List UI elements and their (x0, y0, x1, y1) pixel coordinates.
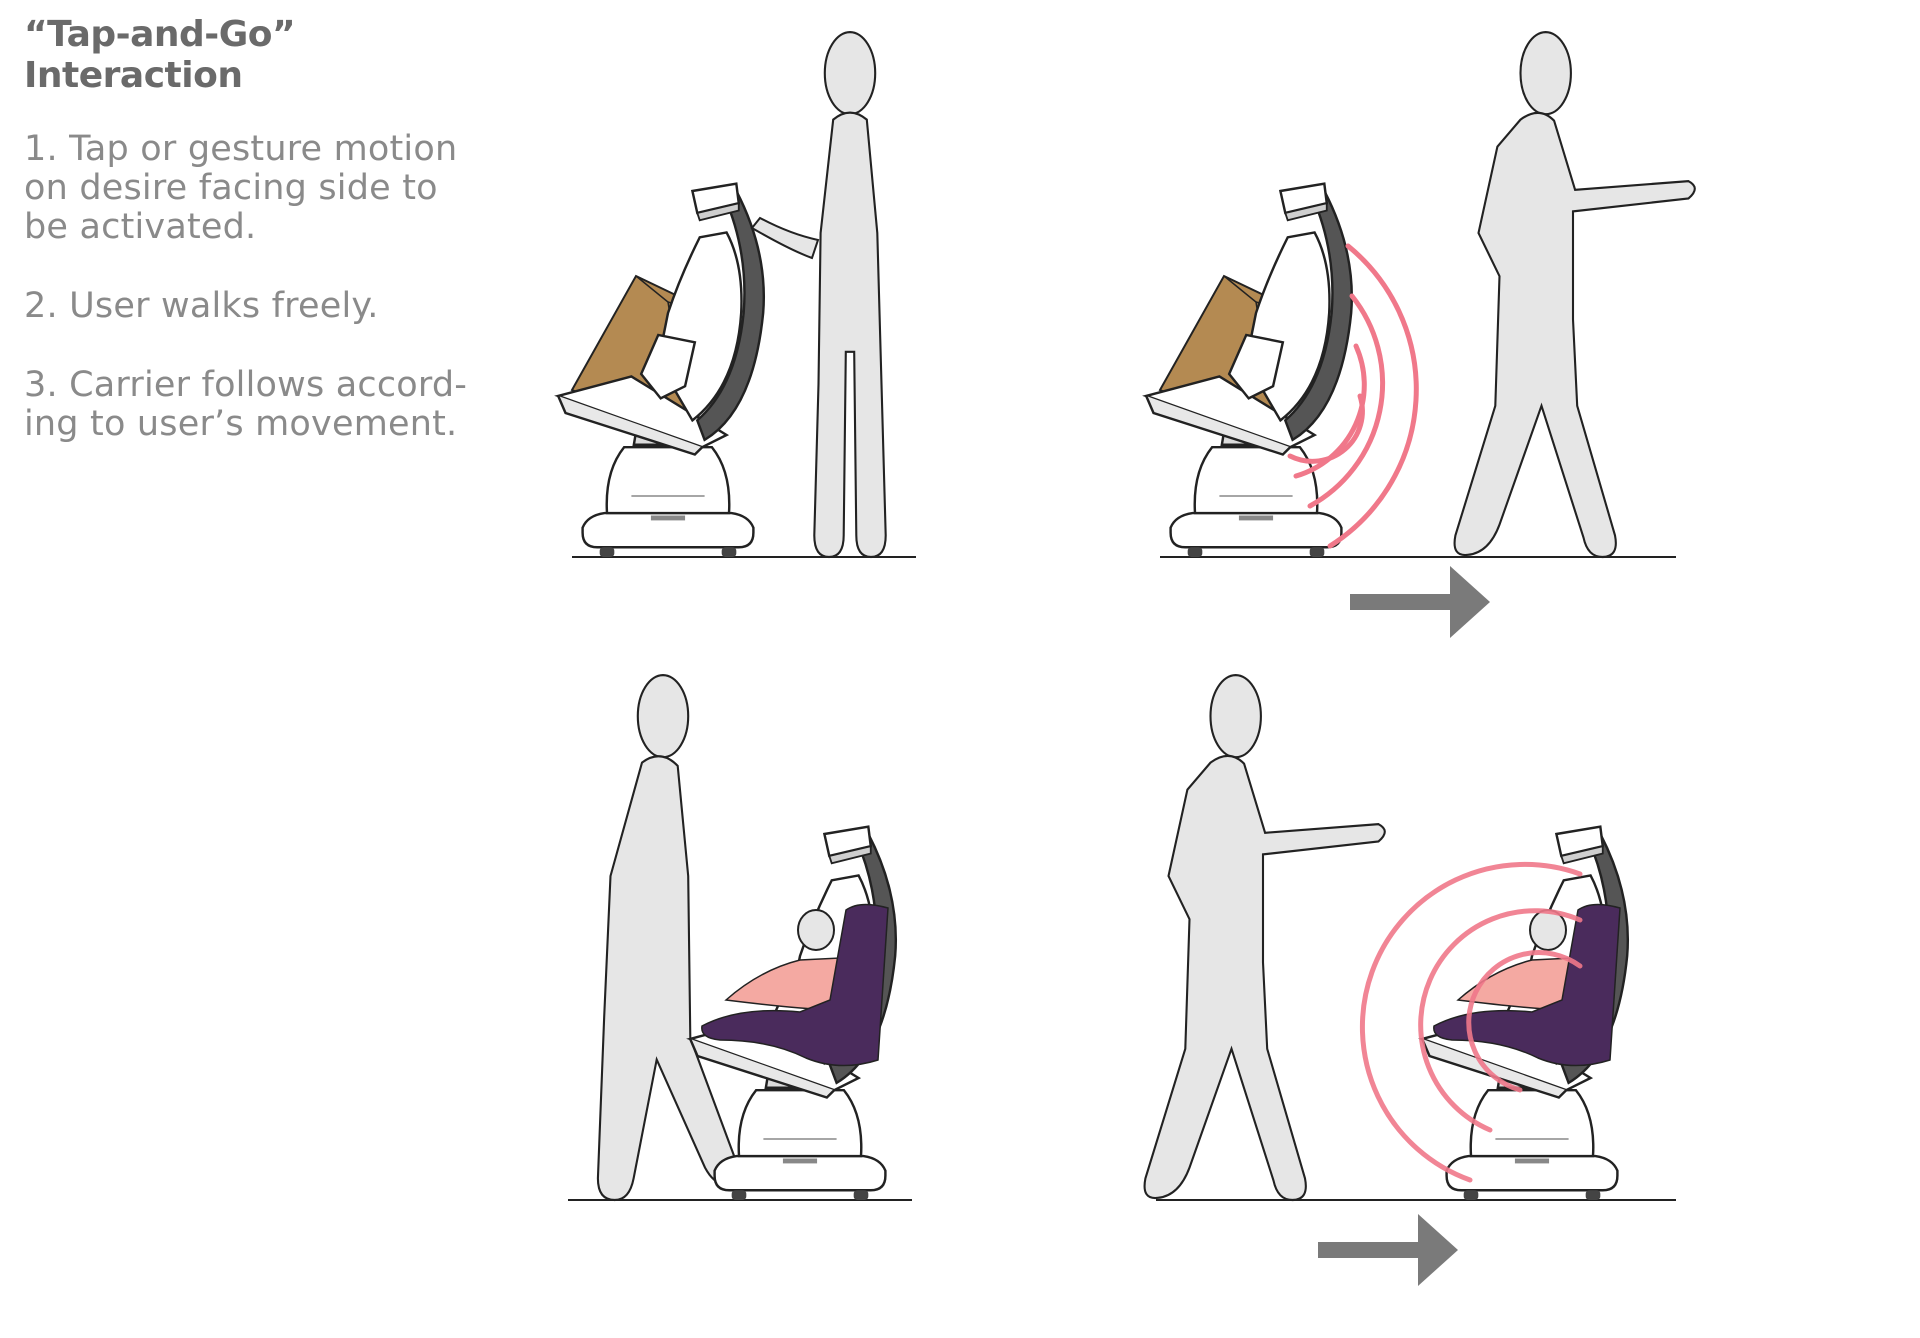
panel-2-walk (1144, 31, 1696, 638)
panel-3-follow (568, 674, 912, 1202)
person-figure-icon (596, 674, 739, 1202)
signal-waves-icon (1359, 861, 1583, 1183)
step-1-line: 1. Tap or gesture motion (24, 129, 458, 169)
step-2: 2. User walks freely. (24, 287, 504, 326)
step-1-line: be activated. (24, 207, 257, 247)
step-1: 1. Tap or gesture motion on desire facin… (24, 130, 504, 247)
walking-person-figure-icon (1453, 31, 1696, 559)
step-2-line: 2. User walks freely. (24, 286, 379, 326)
walking-person-figure-icon (1143, 674, 1386, 1202)
step-3: 3. Carrier follows accord- ing to user’s… (24, 366, 504, 444)
direction-arrow-icon (1350, 566, 1490, 638)
step-1-line: on desire facing side to (24, 168, 438, 208)
child-passenger-icon (701, 903, 889, 1067)
person-figure-icon (813, 31, 887, 559)
reaching-arm (750, 216, 820, 260)
instruction-panel: “Tap-and-Go” Interaction 1. Tap or gestu… (24, 14, 504, 484)
signal-waves-icon (1287, 243, 1419, 549)
step-3-line: 3. Carrier follows accord- (24, 365, 468, 405)
step-3-line: ing to user’s movement. (24, 404, 458, 444)
direction-arrow-icon (1318, 1214, 1458, 1286)
panel-4-follow-motion (1143, 674, 1676, 1286)
page-title: “Tap-and-Go” Interaction (24, 14, 296, 96)
panel-1-tap (556, 31, 916, 559)
